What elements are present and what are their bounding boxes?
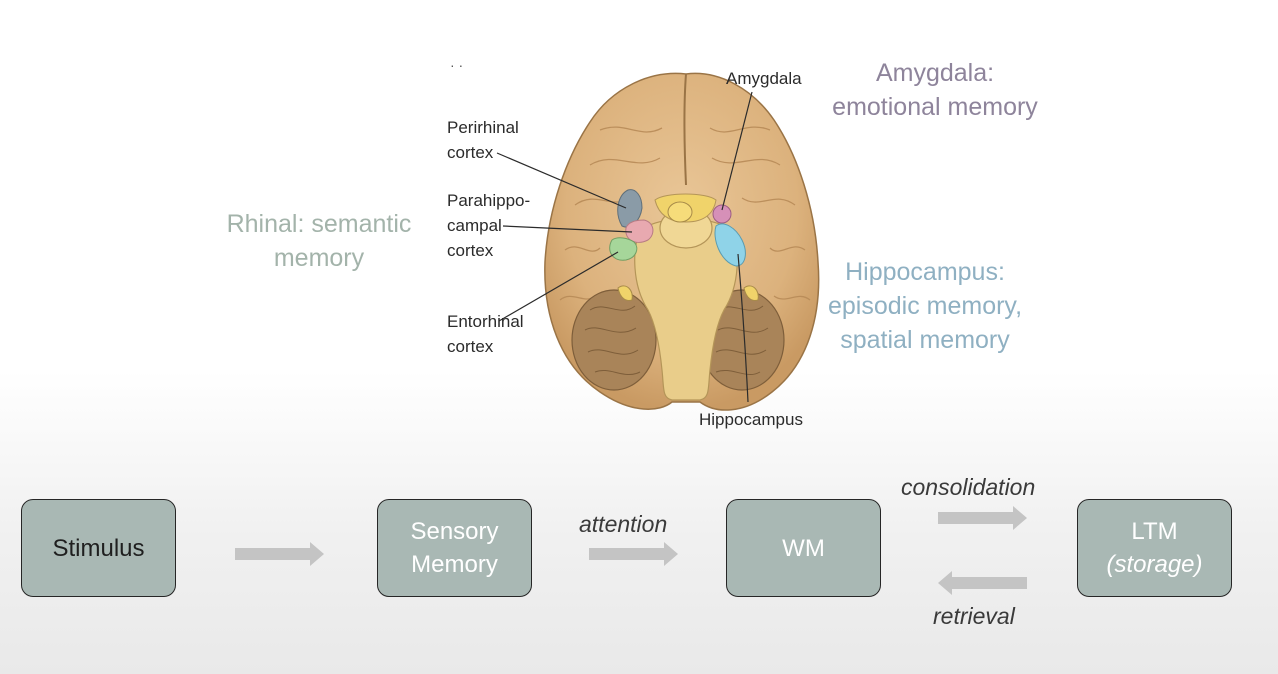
entorhinal-label: Entorhinal cortex xyxy=(447,309,524,359)
perirhinal-label-line2: cortex xyxy=(447,143,494,162)
svg-text:· ·: · · xyxy=(450,57,463,73)
hippocampus-label: Hippocampus xyxy=(699,410,803,429)
entorhinal-label-line2: cortex xyxy=(447,337,494,356)
entorhinal-label-line1: Entorhinal xyxy=(447,312,524,331)
arrow-consolidation xyxy=(938,506,1027,530)
consolidation-label: consolidation xyxy=(901,474,1036,500)
rhinal-annotation-line1: Rhinal: semantic xyxy=(226,210,412,238)
ltm-line1: LTM xyxy=(1131,518,1178,545)
ltm-box: LTM (storage) xyxy=(1077,499,1232,597)
stimulus-box: Stimulus xyxy=(21,499,176,597)
perirhinal-label: Perirhinal cortex xyxy=(447,115,519,165)
parahippocampal-label: Parahippo- campal cortex xyxy=(447,188,530,263)
arrow-attention xyxy=(589,542,678,566)
hippocampus-annotation-line3: spatial memory xyxy=(840,326,1010,354)
rhinal-annotation-line2: memory xyxy=(273,244,365,272)
amygdala-annotation-line2: emotional memory xyxy=(832,93,1038,121)
ltm-line2: (storage) xyxy=(1106,551,1203,578)
hippocampus-annotation-line2: episodic memory, xyxy=(827,292,1023,320)
parahippocampal-label-line1: Parahippo- xyxy=(447,191,531,210)
sensory-memory-box: Sensory Memory xyxy=(377,499,532,597)
amygdala-annotation-line1: Amygdala: xyxy=(875,59,995,87)
amygdala-annotation: Amygdala: emotional memory xyxy=(810,56,1060,124)
perirhinal-label-line1: Perirhinal xyxy=(447,118,519,137)
amygdala-region xyxy=(712,204,732,224)
hippocampus-annotation-line1: Hippocampus: xyxy=(845,258,1005,286)
amygdala-label: Amygdala xyxy=(726,69,802,88)
hippocampus-annotation: Hippocampus: episodic memory, spatial me… xyxy=(810,255,1040,357)
attention-label: attention xyxy=(579,511,668,537)
brain-illustration: · · xyxy=(450,57,820,411)
arrow-retrieval xyxy=(938,571,1027,595)
rhinal-annotation: Rhinal: semantic memory xyxy=(208,207,430,275)
retrieval-label: retrieval xyxy=(933,603,1015,629)
cerebellum-left xyxy=(571,289,657,391)
stimulus-label: Stimulus xyxy=(52,534,145,562)
wm-box: WM xyxy=(726,499,881,597)
sensory-memory-line1: Sensory xyxy=(410,518,499,545)
parahippocampal-label-line3: cortex xyxy=(447,241,494,260)
parahippocampal-label-line2: campal xyxy=(447,216,502,235)
sensory-memory-line2: Memory xyxy=(411,551,498,578)
wm-label: WM xyxy=(782,534,825,562)
entorhinal-region xyxy=(609,237,638,261)
arrow-stimulus-to-sensory xyxy=(235,542,324,566)
